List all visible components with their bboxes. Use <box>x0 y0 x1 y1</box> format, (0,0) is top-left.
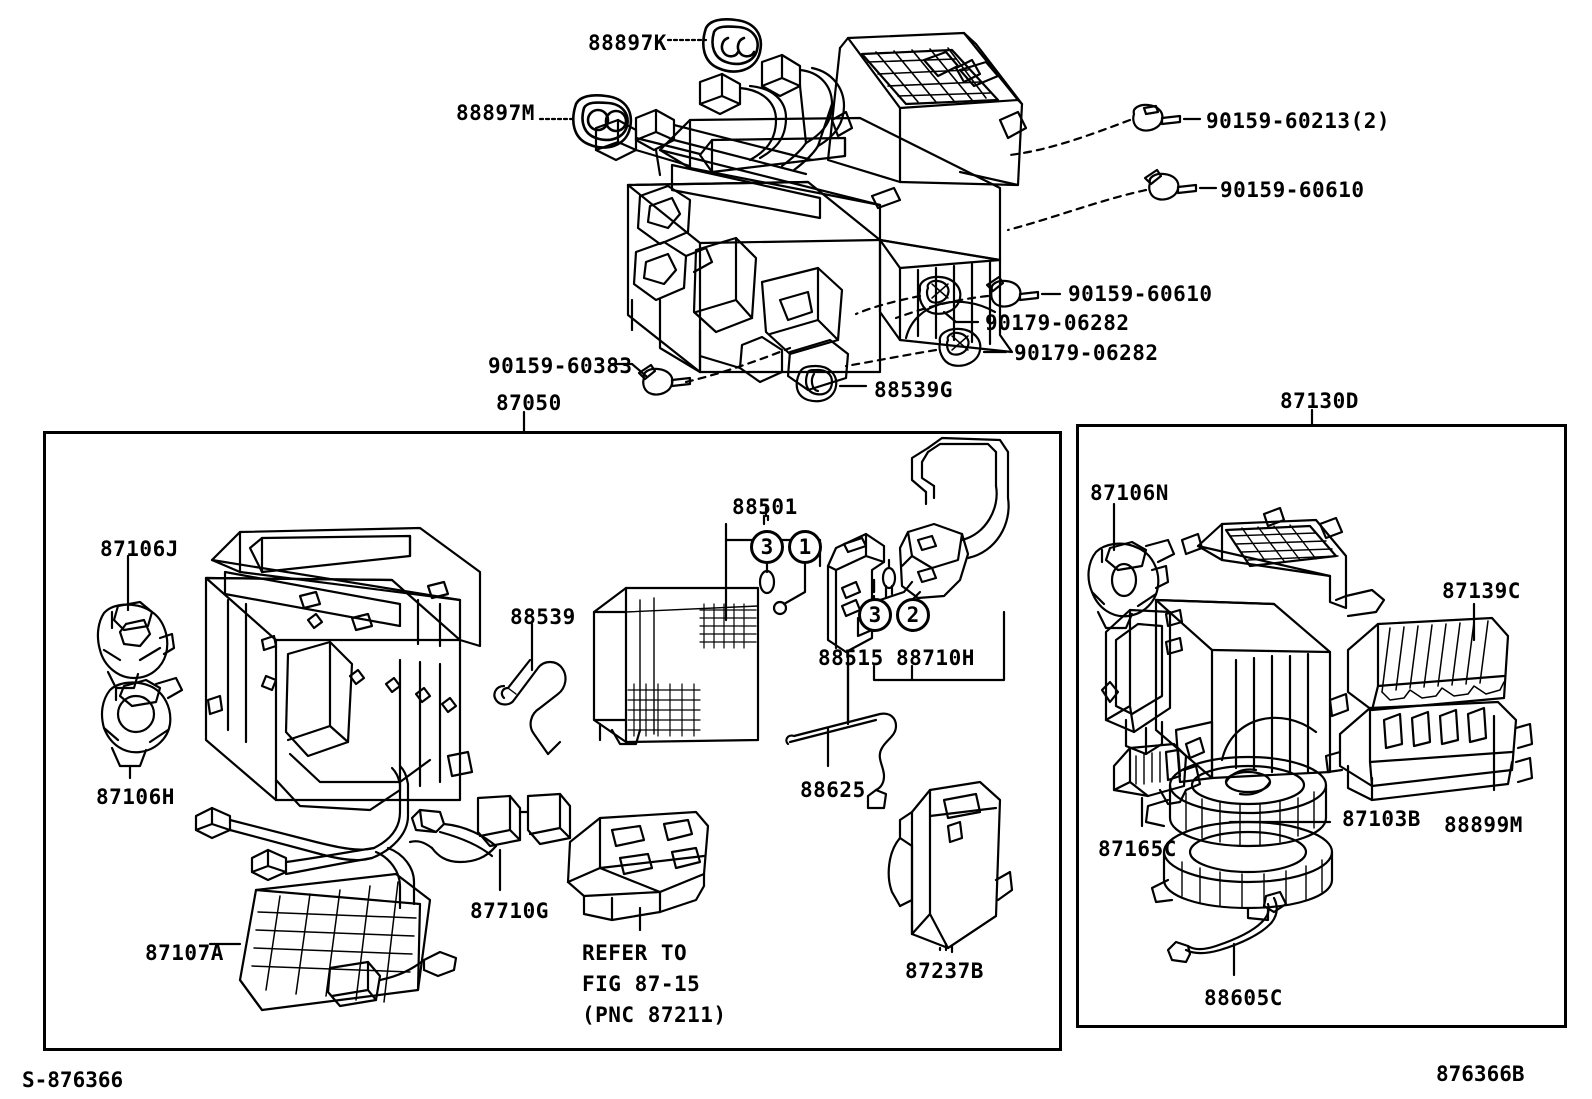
hvac-main-unit <box>594 31 1028 392</box>
callout-90159-60610-upper: 90159-60610 <box>1220 178 1365 202</box>
panel-title-87130D: 87130D <box>1280 389 1359 413</box>
part-88897M-grommet <box>572 93 633 149</box>
callout-87107A: 87107A <box>145 941 224 965</box>
part-90159-60213-screw <box>1132 103 1182 132</box>
callout-90159-60213: 90159-60213(2) <box>1206 109 1391 133</box>
panel-title-87050: 87050 <box>496 391 562 415</box>
callout-87165C: 87165C <box>1098 837 1177 861</box>
part-88897K-grommet <box>702 17 763 73</box>
footer-right-code: 876366B <box>1436 1062 1525 1086</box>
part-90179-06282b-clip <box>938 327 982 367</box>
callout-88605C: 88605C <box>1204 986 1283 1010</box>
callout-90179-06282-upper: 90179-06282 <box>985 311 1130 335</box>
panel-87050-box <box>43 431 1062 1051</box>
note-refer-to-line2: FIG 87-15 <box>582 972 701 996</box>
dash-90179-06282a <box>854 294 922 316</box>
callout-87237B: 87237B <box>905 959 984 983</box>
callout-90159-60610-lower: 90159-60610 <box>1068 282 1213 306</box>
callout-88515: 88515 <box>818 646 884 670</box>
dash-90179-06282b <box>844 348 938 368</box>
part-90159-60383-screw <box>637 363 692 396</box>
part-90159-60610a-screw <box>1143 168 1198 201</box>
callout-87710G: 87710G <box>470 899 549 923</box>
callout-88899M: 88899M <box>1444 813 1523 837</box>
callout-87106H: 87106H <box>96 785 175 809</box>
part-90179-06282a-clip <box>918 275 962 315</box>
callout-88625: 88625 <box>800 778 866 802</box>
dash-90159-60610a <box>1006 188 1148 232</box>
callout-90159-60383: 90159-60383 <box>488 354 633 378</box>
dash-90159-60610b <box>894 294 990 320</box>
callout-87139C: 87139C <box>1442 579 1521 603</box>
index-circle-3-lower: 3 <box>858 598 892 632</box>
callout-88539G: 88539G <box>874 378 953 402</box>
dash-90159-60383 <box>684 346 792 384</box>
callout-88897K: 88897K <box>588 31 667 55</box>
callout-90179-06282-lower: 90179-06282 <box>1014 341 1159 365</box>
callout-88897M: 88897M <box>456 101 535 125</box>
callout-87106N: 87106N <box>1090 481 1169 505</box>
index-circle-2: 2 <box>896 598 930 632</box>
callout-88710H: 88710H <box>896 646 975 670</box>
callout-87106J: 87106J <box>100 537 179 561</box>
part-90159-60610b-screw <box>985 275 1040 308</box>
leader-90179-06282a <box>942 310 980 324</box>
index-circle-3-upper: 3 <box>750 530 784 564</box>
note-refer-to-line3: (PNC 87211) <box>582 1003 727 1027</box>
index-circle-1: 1 <box>788 530 822 564</box>
callout-88501: 88501 <box>732 495 798 519</box>
callout-88539: 88539 <box>510 605 576 629</box>
callout-87103B: 87103B <box>1342 807 1421 831</box>
part-88539G-grommet <box>795 364 838 403</box>
dash-90159-60213 <box>1008 118 1132 157</box>
note-refer-to-line1: REFER TO <box>582 941 688 965</box>
panel-87130D-box <box>1076 424 1567 1028</box>
footer-left-code: S-876366 <box>22 1068 124 1092</box>
